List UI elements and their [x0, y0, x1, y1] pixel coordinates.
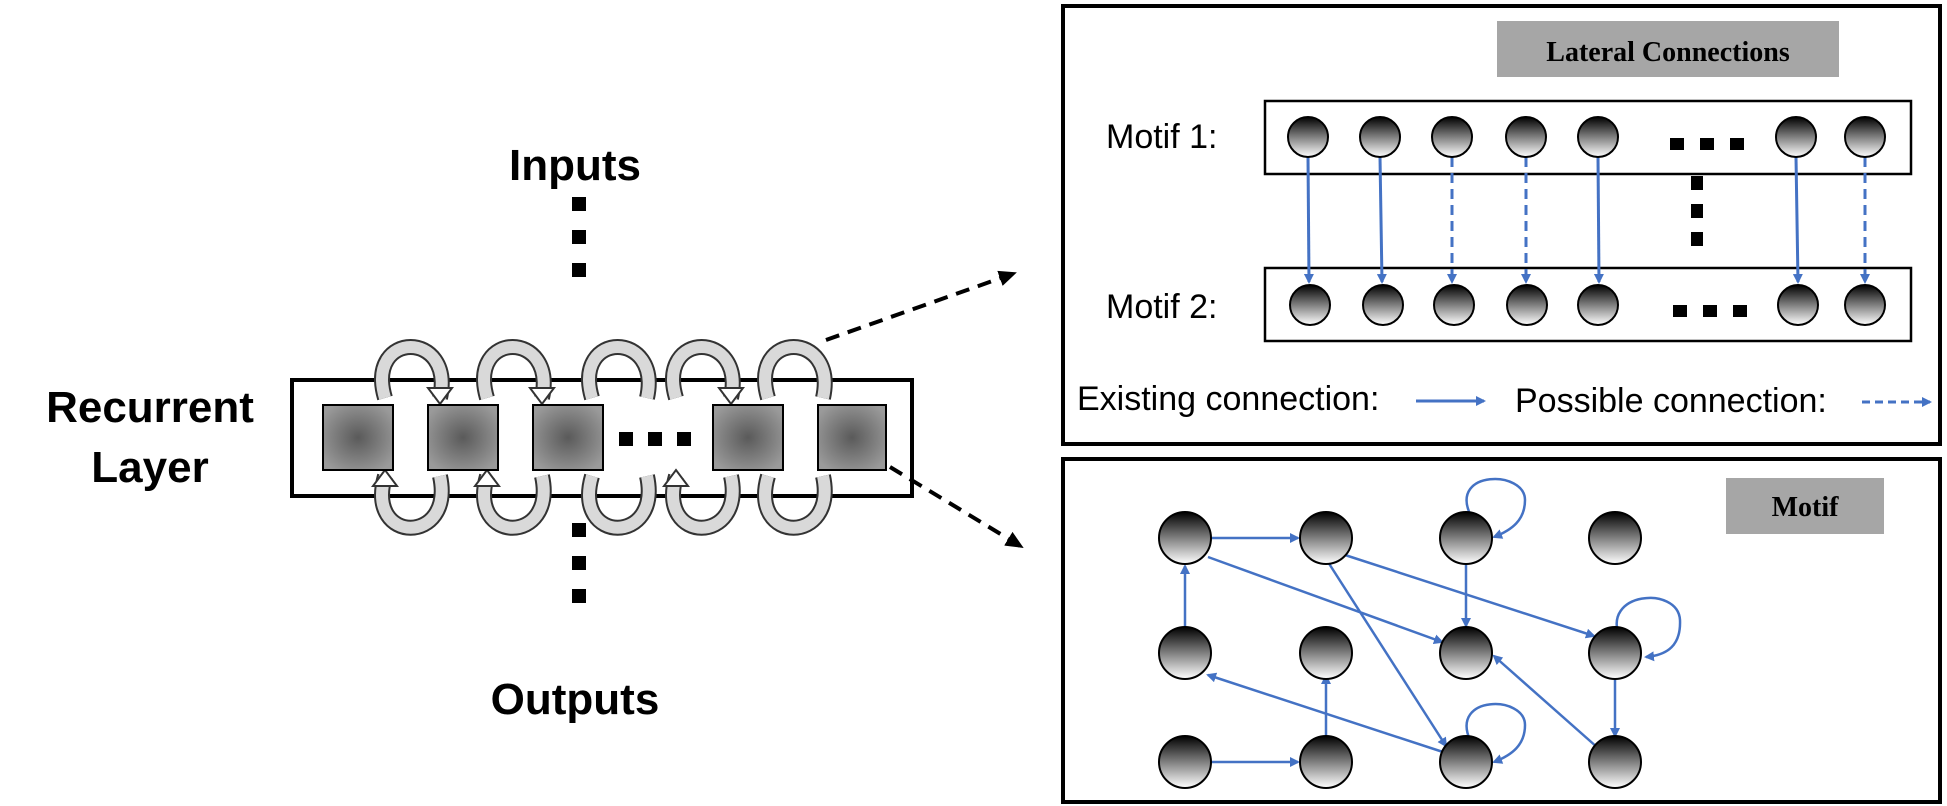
neuron-node: [1588, 626, 1642, 680]
neuron-node: [1362, 284, 1404, 326]
outputs-label: Outputs: [491, 675, 660, 724]
neuron-node: [1359, 116, 1401, 158]
inputs-label: Inputs: [509, 141, 641, 190]
motif-edge: [1492, 654, 1599, 749]
motif-edge: [1206, 672, 1444, 754]
motif2-nodes: [1289, 284, 1886, 326]
existing-connection: [1303, 156, 1314, 284]
motif-self-loop: [1465, 477, 1527, 539]
recurrent-unit: [712, 404, 784, 471]
loop-arrowheads-bottom: [371, 468, 690, 487]
neuron-node: [1777, 284, 1819, 326]
motif-title-box: [1726, 478, 1884, 534]
neuron-node: [1506, 284, 1548, 326]
legend-possible-label: Possible connection:: [1515, 382, 1827, 420]
motif-edge: [1326, 561, 1448, 748]
neuron-node: [1505, 116, 1547, 158]
neuron-node: [1439, 511, 1493, 565]
neuron-node: [1299, 735, 1353, 789]
neuron-node: [1433, 284, 1475, 326]
neuron-node: [1431, 116, 1473, 158]
motif2-label: Motif 2:: [1106, 288, 1217, 326]
motif1-ellipsis: [1670, 138, 1744, 150]
neuron-node: [1577, 284, 1619, 326]
existing-connection: [1593, 156, 1604, 284]
motif-edge: [1344, 553, 1596, 639]
neuron-node: [1844, 116, 1886, 158]
lateral-panel-title: Lateral Connections: [1546, 37, 1790, 68]
motif-edge: [1207, 555, 1444, 644]
recurrent-loops-top: [374, 339, 833, 401]
inputs-dots: [572, 197, 586, 277]
neuron-node: [1439, 735, 1493, 789]
lateral-title-box: [1497, 21, 1839, 77]
layer-label-line2: Layer: [91, 443, 208, 492]
neuron-node: [1588, 511, 1642, 565]
layer-label-line1: Recurrent: [46, 383, 254, 432]
neuron-node: [1844, 284, 1886, 326]
recurrent-unit: [427, 404, 499, 471]
neuron-node: [1299, 626, 1353, 680]
neuron-node: [1158, 626, 1212, 680]
zoom-arrow-upper: [825, 270, 1017, 342]
motif-self-loop: [1465, 702, 1527, 764]
neuron-node: [1289, 284, 1331, 326]
loop-arrowheads-top: [426, 387, 745, 406]
neuron-node: [1287, 116, 1329, 158]
existing-connection: [1376, 156, 1387, 284]
neuron-node: [1158, 735, 1212, 789]
units-ellipsis: [619, 432, 691, 446]
legend-existing-label: Existing connection:: [1077, 380, 1379, 418]
recurrent-loops-bottom: [374, 473, 833, 536]
neuron-node: [1439, 626, 1493, 680]
neuron-node: [1158, 511, 1212, 565]
recurrent-unit: [817, 404, 887, 471]
neuron-node: [1775, 116, 1817, 158]
recurrent-units: [322, 404, 887, 471]
zoom-arrow-lower: [888, 465, 1024, 549]
outputs-dots: [572, 523, 586, 603]
neuron-node: [1577, 116, 1619, 158]
motif-self-loop: [1615, 596, 1682, 662]
lateral-connections: [1303, 156, 1870, 284]
existing-connection: [1792, 156, 1803, 284]
neuron-node: [1588, 735, 1642, 789]
vertical-ellipsis: [1691, 176, 1703, 246]
motif1-label: Motif 1:: [1106, 118, 1217, 156]
lateral-panel-frame: [1061, 4, 1942, 446]
neuron-node: [1299, 511, 1353, 565]
motif1-nodes: [1287, 116, 1886, 158]
motif-edges: [1180, 477, 1682, 767]
motif-nodes: [1158, 511, 1642, 789]
recurrent-unit: [532, 404, 604, 471]
motif-panel-title: Motif: [1772, 492, 1840, 523]
motif2-ellipsis: [1673, 305, 1747, 317]
recurrent-unit: [322, 404, 394, 471]
